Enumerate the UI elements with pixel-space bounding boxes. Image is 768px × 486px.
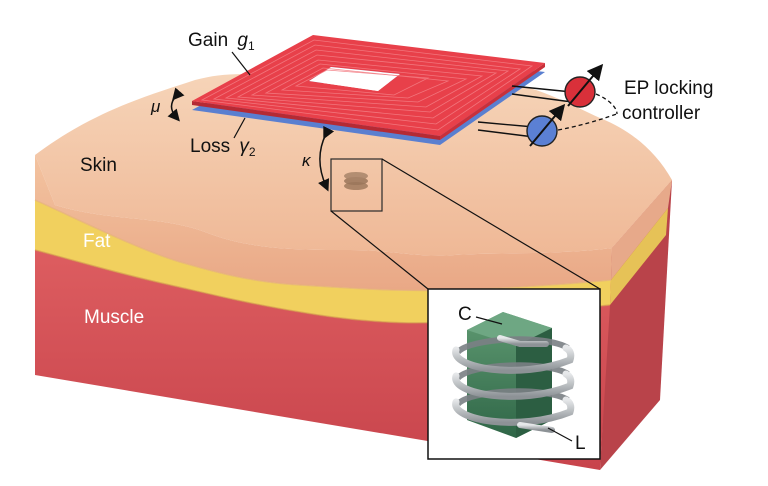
skin-layer xyxy=(35,155,612,291)
fat-label: Fat xyxy=(83,231,111,252)
slab-right-face-skin xyxy=(611,180,672,280)
slab-right-face-fat xyxy=(610,208,668,305)
loss-pointer xyxy=(233,117,246,139)
kappa-label: κ xyxy=(302,151,312,170)
gain-pointer xyxy=(231,51,251,76)
blue-circle-arrow-icon xyxy=(526,103,566,147)
loss-label: Loss γ2 xyxy=(190,136,256,159)
red-circle-arrow-icon xyxy=(564,63,604,108)
muscle-label: Muscle xyxy=(84,307,144,328)
mu-label: μ xyxy=(150,97,161,116)
mu-arrow xyxy=(167,87,185,122)
coil-pair xyxy=(192,35,545,145)
skin-top-surface xyxy=(35,74,672,256)
inductor-coil xyxy=(452,344,575,426)
implant-location xyxy=(330,158,601,290)
gain-label: Gain g1 xyxy=(188,30,255,53)
controller-wiring xyxy=(477,85,618,138)
controller-label-line1: EP locking xyxy=(624,78,713,99)
capacitor-label: C xyxy=(458,304,472,325)
kappa-arrow xyxy=(318,125,335,192)
controller-label-line2: controller xyxy=(622,103,701,124)
skin-label: Skin xyxy=(80,155,117,176)
resonator-inset xyxy=(427,288,601,460)
inductor-label: L xyxy=(575,433,586,454)
